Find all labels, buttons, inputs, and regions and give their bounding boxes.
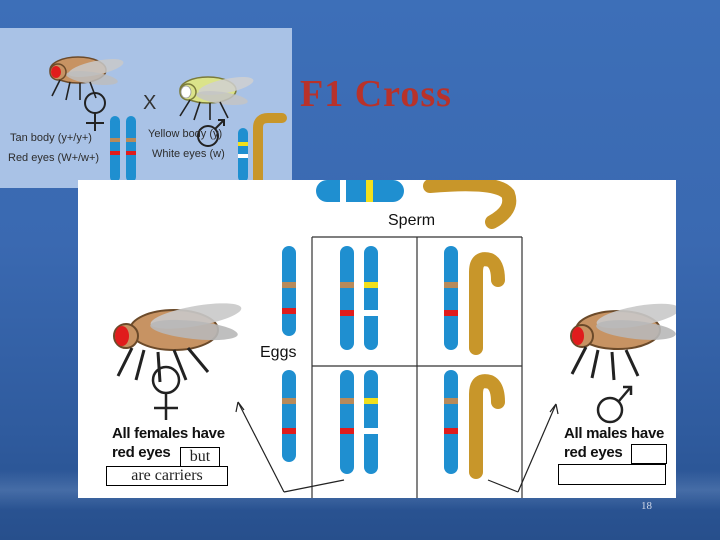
male-empty-textbox-1 [631, 444, 667, 464]
cross-symbol: X [143, 92, 156, 115]
sperm-label: Sperm [388, 212, 435, 230]
eggs-label: Eggs [260, 344, 296, 362]
but-textbox: but [180, 447, 220, 467]
male-chromosomes [238, 118, 282, 182]
male-eye-label: White eyes (w) [152, 148, 225, 160]
egg-chromosome-top [282, 246, 296, 336]
f1-male-symbol-icon [598, 387, 631, 422]
female-body-label: Tan body (y+/y+) [10, 132, 92, 144]
page-number: 18 [641, 500, 652, 512]
female-annotation-line2: red eyes [112, 444, 170, 461]
punnett-figure: Sperm Eggs All females have red eyes All… [78, 180, 676, 498]
female-eye-label: Red eyes (W+/w+) [8, 152, 99, 164]
f1-male-fly-icon [571, 299, 676, 380]
egg-chromosome-bottom [282, 370, 296, 462]
female-tan-fly-icon [50, 55, 125, 100]
male-yellow-fly-icon [180, 73, 255, 120]
male-body-label: Yellow body (y) [148, 128, 222, 140]
female-annotation-line1: All females have [112, 425, 225, 442]
sperm-x-chromosome-icon [316, 180, 404, 202]
sperm-y-chromosome-icon [430, 184, 509, 222]
cell-top-right-chromosomes [444, 246, 498, 350]
female-x-chromosomes [110, 116, 136, 182]
carriers-textbox: are carriers [106, 466, 228, 486]
male-annotation-line2: red eyes [564, 444, 622, 461]
female-symbol-icon [85, 93, 105, 131]
male-annotation-line1: All males have [564, 425, 664, 442]
cell-top-left-chromosomes [340, 246, 378, 350]
parental-cross-inset: X Tan body (y+/y+) Red eyes (W+/w+) Yell… [0, 28, 292, 188]
cell-bottom-left-chromosomes [340, 370, 378, 474]
cell-bottom-right-chromosomes [444, 370, 498, 474]
f1-female-fly-icon [114, 298, 243, 382]
slide-title: F1 Cross [300, 72, 452, 116]
f1-female-symbol-icon [153, 367, 179, 420]
male-empty-textbox-2 [558, 464, 666, 485]
